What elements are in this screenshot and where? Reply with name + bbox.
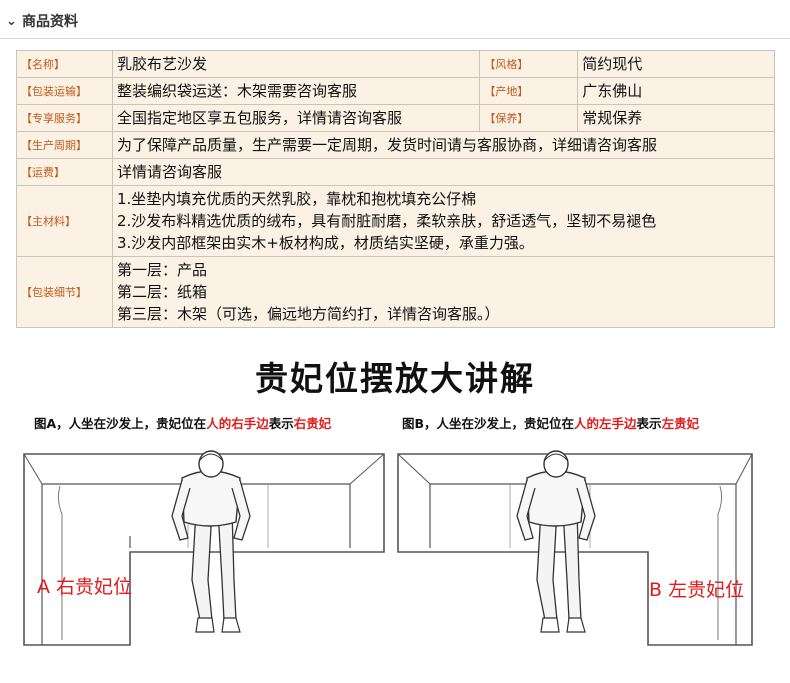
freight-value: 详情请咨询客服 <box>111 158 776 186</box>
label-a: A 右贵妃位 <box>37 576 133 598</box>
pack-line: 第二层：纸箱 <box>116 283 207 301</box>
caption-text: 表示 <box>268 416 294 431</box>
name-label: 【名称】 <box>16 50 113 78</box>
table-row: 【包装运输】 整装编织袋运送：木架需要咨询客服 【产地】 广东佛山 <box>16 77 775 105</box>
caption-b: 图B，人坐在沙发上，贵妃位在人的左手边表示左贵妃 <box>402 413 699 432</box>
caption-highlight: 人的右手边 <box>206 416 269 431</box>
caption-highlight: 左贵妃 <box>661 416 700 431</box>
guide-title: 贵妃位摆放大讲解 <box>255 359 535 398</box>
section-header-title: 商品资料 <box>22 14 78 30</box>
origin-label: 【产地】 <box>479 77 579 105</box>
label-b: B 左贵妃位 <box>649 579 745 601</box>
material-value: 1.坐垫内填充优质的天然乳胶，靠枕和抱枕填充公仔棉 2.沙发布料精选优质的绒布，… <box>111 185 776 257</box>
material-line: 3.沙发内部框架由实木+板材构成，材质结实坚硬，承重力强。 <box>116 234 534 252</box>
pack-line: 第三层：木架（可选，偏远地方简约打，详情咨询客服。） <box>116 305 500 323</box>
product-info-table: 【名称】 乳胶布艺沙发 【风格】 简约现代 【包装运输】 整装编织袋运送：木架需… <box>16 50 776 328</box>
caption-highlight: 人的左手边 <box>574 416 637 431</box>
freight-label: 【运费】 <box>16 158 113 186</box>
cycle-label: 【生产周期】 <box>16 131 113 159</box>
pack-label: 【包装细节】 <box>16 256 113 328</box>
material-line: 1.坐垫内填充优质的天然乳胶，靠枕和抱枕填充公仔棉 <box>116 190 477 208</box>
header-divider <box>0 38 790 39</box>
caption-highlight: 右贵妃 <box>293 416 332 431</box>
table-row: 【生产周期】 为了保障产品质量，生产需要一定周期，发货时间请与客服协商，详细请咨… <box>16 131 776 159</box>
care-value: 常规保养 <box>577 104 775 132</box>
shipping-value: 整装编织袋运送：木架需要咨询客服 <box>111 77 481 105</box>
material-label: 【主材料】 <box>16 185 113 257</box>
name-value: 乳胶布艺沙发 <box>111 50 481 78</box>
service-label: 【专享服务】 <box>16 104 113 132</box>
style-value: 简约现代 <box>577 50 775 78</box>
chevron-down-icon[interactable]: ⌄ <box>6 13 17 29</box>
caption-text: 图A，人坐在沙发上，贵妃位在 <box>34 416 207 431</box>
care-label: 【保养】 <box>479 104 579 132</box>
table-row: 【包装细节】 第一层：产品 第二层：纸箱 第三层：木架（可选，偏远地方简约打，详… <box>16 256 776 328</box>
origin-value: 广东佛山 <box>577 77 775 105</box>
section-header: ⌄ 商品资料 <box>6 8 78 34</box>
pack-line: 第一层：产品 <box>116 261 207 279</box>
material-line: 2.沙发布料精选优质的绒布，具有耐脏耐磨，柔软亲肤，舒适透气，坚韧不易褪色 <box>116 212 657 230</box>
shipping-label: 【包装运输】 <box>16 77 113 105</box>
caption-text: 表示 <box>636 416 662 431</box>
pack-value: 第一层：产品 第二层：纸箱 第三层：木架（可选，偏远地方简约打，详情咨询客服。） <box>111 256 776 328</box>
service-value: 全国指定地区享五包服务，详情请咨询客服 <box>111 104 481 132</box>
cycle-value: 为了保障产品质量，生产需要一定周期，发货时间请与客服协商，详细请咨询客服 <box>111 131 776 159</box>
sofa-diagrams <box>23 450 753 646</box>
style-label: 【风格】 <box>479 50 579 78</box>
table-row: 【运费】 详情请咨询客服 <box>16 158 776 186</box>
caption-text: 图B，人坐在沙发上，贵妃位在 <box>402 416 575 431</box>
caption-a: 图A，人坐在沙发上，贵妃位在人的右手边表示右贵妃 <box>34 413 331 432</box>
table-row: 【名称】 乳胶布艺沙发 【风格】 简约现代 <box>16 50 775 78</box>
table-row: 【主材料】 1.坐垫内填充优质的天然乳胶，靠枕和抱枕填充公仔棉 2.沙发布料精选… <box>16 185 776 257</box>
table-row: 【专享服务】 全国指定地区享五包服务，详情请咨询客服 【保养】 常规保养 <box>16 104 775 132</box>
